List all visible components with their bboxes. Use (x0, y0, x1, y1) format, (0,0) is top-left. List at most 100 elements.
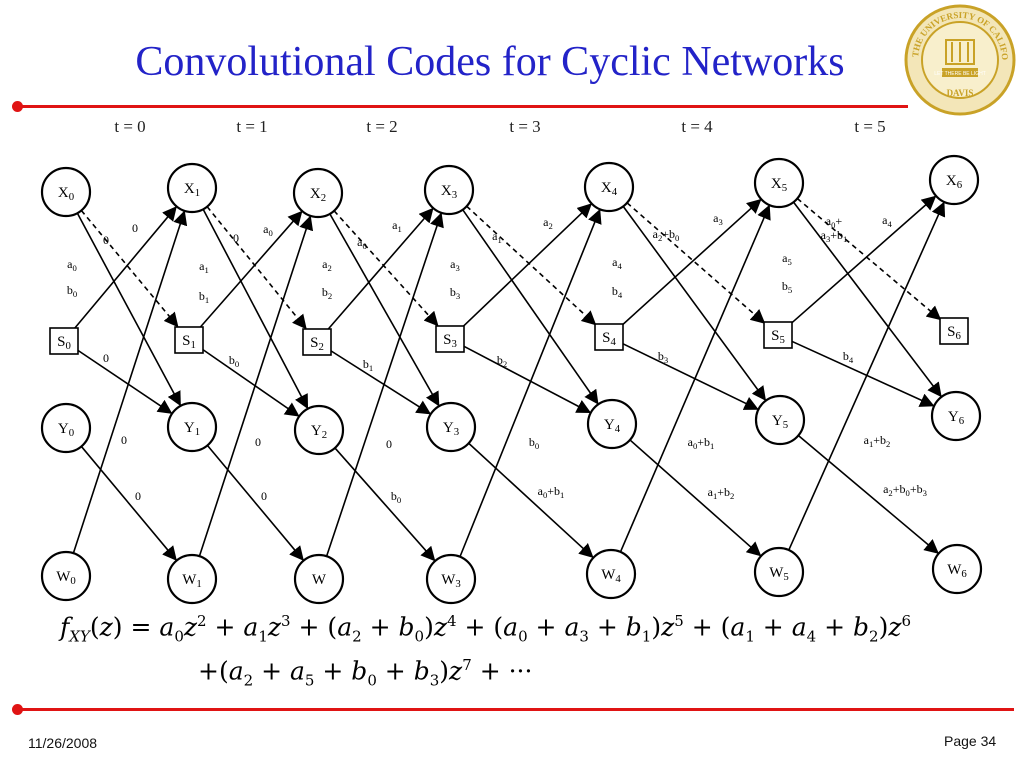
node-x (40, 166, 92, 218)
edge-label: b1​ (363, 357, 373, 373)
node-y-label: Y0​ (58, 421, 74, 439)
node-s (594, 323, 624, 351)
node-x (292, 167, 344, 219)
edge-label: b5​ (782, 279, 792, 295)
node-y (425, 401, 477, 453)
edge-s-to-x (462, 203, 592, 328)
edge-label: a1​+b2​ (864, 433, 891, 449)
node-x-label: X2​ (310, 186, 326, 204)
node-w-label: W3​ (441, 572, 461, 590)
edge-label: b0​ (229, 353, 239, 369)
edge-label: a0​+ (826, 214, 843, 230)
slide-title: Convolutional Codes for Cyclic Networks (135, 39, 845, 85)
edge-w-to-x (619, 204, 771, 553)
node-x-label: X4​ (601, 180, 618, 198)
edge-s-to-x (327, 207, 434, 330)
node-y (166, 401, 218, 453)
edge-label: a3​+b1​ (821, 228, 848, 244)
edge-s-to-x (621, 198, 762, 326)
time-label: t = 2 (366, 117, 397, 136)
edge-label: a4​ (612, 255, 622, 271)
edge-w-to-x (198, 215, 314, 557)
edge-y-to-w (797, 434, 939, 554)
edge-x-to-s (626, 202, 766, 324)
node-y-label: Y6​ (948, 409, 965, 427)
edge-label: b0​ (391, 489, 401, 505)
node-x-label: X5​ (771, 176, 787, 194)
edge-s-to-y (201, 348, 300, 417)
edge-label: 0 (103, 351, 109, 365)
university-seal: THE UNIVERSITY OF CALIFORNIA LET THERE B… (901, 0, 1016, 116)
edge-x-to-y (622, 205, 767, 402)
node-x-label: X0​ (58, 185, 74, 203)
edge-label: a2​ (543, 215, 553, 231)
edge-label: 0 (135, 489, 141, 503)
node-y-label: Y1​ (184, 420, 200, 438)
edge-label: a1​ (199, 259, 209, 275)
node-s (49, 327, 79, 355)
edge-s-to-x (199, 210, 303, 328)
node-s-label: S5​ (771, 328, 785, 346)
node-x-label: X3​ (441, 183, 457, 201)
edge-label: a0​+b1​ (538, 484, 565, 500)
node-s-label: S6​ (947, 324, 961, 342)
time-label: t = 4 (681, 117, 713, 136)
edge-w-to-x (788, 201, 946, 551)
seal-banner: LET THERE BE LIGHT (934, 71, 986, 77)
edge-label: a1​ (392, 218, 402, 234)
edge-label: b2​ (322, 285, 332, 301)
time-label: t = 1 (236, 117, 267, 136)
edge-label: a1​ (492, 229, 502, 245)
node-x (423, 164, 475, 216)
edge-x-to-y (792, 201, 942, 398)
edge-s-to-y (76, 349, 173, 414)
node-y (754, 394, 806, 446)
node-w (931, 543, 983, 595)
node-w-label: W1​ (182, 572, 202, 590)
edge-x-to-y (76, 212, 181, 407)
node-x (928, 154, 980, 206)
node-x-label: X1​ (184, 181, 200, 199)
node-w (753, 546, 805, 598)
node-s-label: S3​ (443, 332, 457, 350)
edge-label: a2​+b0​+b3​ (883, 482, 927, 498)
edge-label: a2​ (322, 257, 332, 273)
top-rule-dot (12, 101, 23, 112)
edge-label: a5​ (782, 251, 792, 267)
edge-x-to-s (206, 206, 307, 330)
edge-x-to-s (466, 205, 597, 326)
edge-y-to-w (334, 447, 436, 562)
edge-label: b1​ (199, 289, 209, 305)
node-s (939, 317, 969, 345)
node-w-label: W6​ (947, 562, 967, 580)
node-w (425, 553, 477, 605)
node-w-label: W4​ (601, 567, 621, 585)
node-y-label: Y3​ (443, 420, 459, 438)
node-y (930, 390, 982, 442)
edge-x-to-s (80, 209, 179, 328)
equation-line-2: +(a2 + a5 + b0 + b3)z7 + ··· (198, 656, 533, 690)
edge-s-to-x (790, 195, 937, 325)
edge-label: b3​ (658, 349, 668, 365)
edge-label: a2​+b0​ (653, 227, 680, 243)
node-s (302, 328, 332, 356)
edge-label: 0 (121, 433, 127, 447)
edge-label: a1​+b2​ (708, 485, 735, 501)
bottom-rule (18, 708, 1014, 711)
edge-label: b2​ (497, 353, 507, 369)
node-x (166, 162, 218, 214)
node-w-label: W5​ (769, 565, 789, 583)
edge-s-to-y (621, 342, 759, 410)
edge-label: b4​ (612, 284, 623, 300)
edge-label: a3​ (713, 211, 723, 227)
edge-s-to-y (790, 340, 935, 407)
node-x-label: X6​ (946, 173, 963, 191)
node-x (583, 161, 635, 213)
trellis-diagram: t = 0t = 1t = 2t = 3t = 4t = 5 X0​S0​Y0​… (40, 117, 983, 605)
edge-s-to-y (462, 345, 592, 414)
edge-x-to-y (202, 208, 309, 410)
edge-label: 0 (386, 437, 392, 451)
node-w (293, 553, 345, 605)
node-y (40, 402, 92, 454)
edge-label: a3​ (450, 257, 460, 273)
